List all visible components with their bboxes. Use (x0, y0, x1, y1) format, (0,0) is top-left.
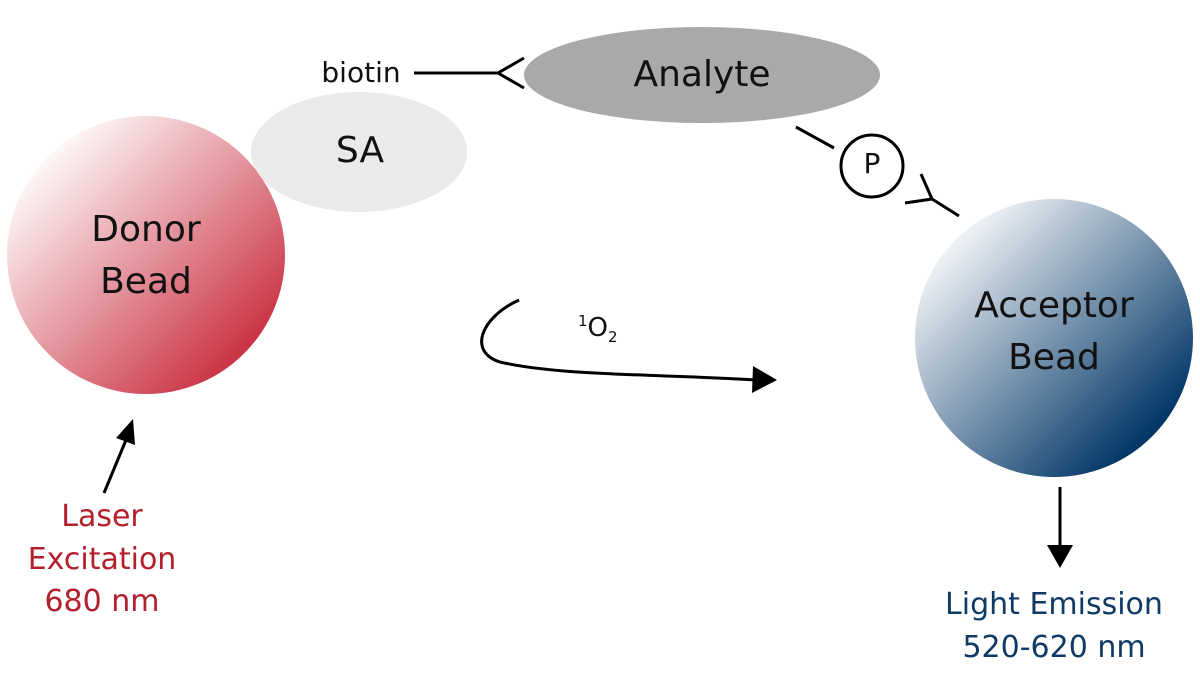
laser-excitation-label: Laser Excitation 680 nm (2, 496, 202, 624)
acceptor-antibody-arm-bottom (904, 197, 933, 205)
analyte-phospho-link (795, 125, 835, 150)
acceptor-label-line2: Bead (1008, 337, 1100, 379)
laser-arrowhead (116, 419, 135, 445)
acceptor-bead (915, 199, 1193, 477)
laser-line2: Excitation (27, 541, 177, 577)
singlet-oxygen-subscript: 2 (608, 328, 618, 347)
acceptor-label-line1: Acceptor (974, 285, 1134, 326)
singlet-oxygen-o: O (587, 313, 609, 343)
biotin-antibody-arm-bottom (497, 71, 525, 90)
emission-line1: Light Emission (945, 587, 1163, 622)
analyte-ellipse (524, 27, 880, 123)
phospho-label: P (863, 147, 881, 180)
biotin-label: biotin (321, 56, 401, 89)
donor-bead (7, 116, 285, 394)
light-emission-label: Light Emission 520-620 nm (918, 584, 1190, 669)
sa-label: SA (335, 130, 385, 171)
acceptor-bead-label: Acceptor Bead (934, 280, 1174, 384)
biotin-antibody-arm-top (497, 56, 525, 75)
donor-bead-label: Donor Bead (46, 204, 246, 308)
singlet-oxygen-arrow (480, 298, 759, 382)
emission-arrowhead (1047, 545, 1073, 568)
laser-line3: 680 nm (44, 584, 160, 620)
donor-label-line2: Bead (100, 261, 192, 303)
donor-label-line1: Donor (91, 209, 201, 250)
emission-line2: 520-620 nm (962, 629, 1146, 665)
phospho-circle (839, 133, 905, 199)
analyte-label: Analyte (633, 54, 771, 95)
streptavidin-ellipse (251, 92, 467, 212)
singlet-oxygen-label: 1O2 (578, 312, 648, 346)
acceptor-antibody-arm-top (919, 173, 934, 200)
acceptor-antibody-stem (931, 197, 960, 218)
singlet-oxygen-arrowhead (752, 366, 777, 393)
singlet-oxygen-superscript: 1 (578, 312, 588, 330)
laser-line1: Laser (61, 499, 143, 534)
laser-arrow-line (102, 439, 128, 494)
